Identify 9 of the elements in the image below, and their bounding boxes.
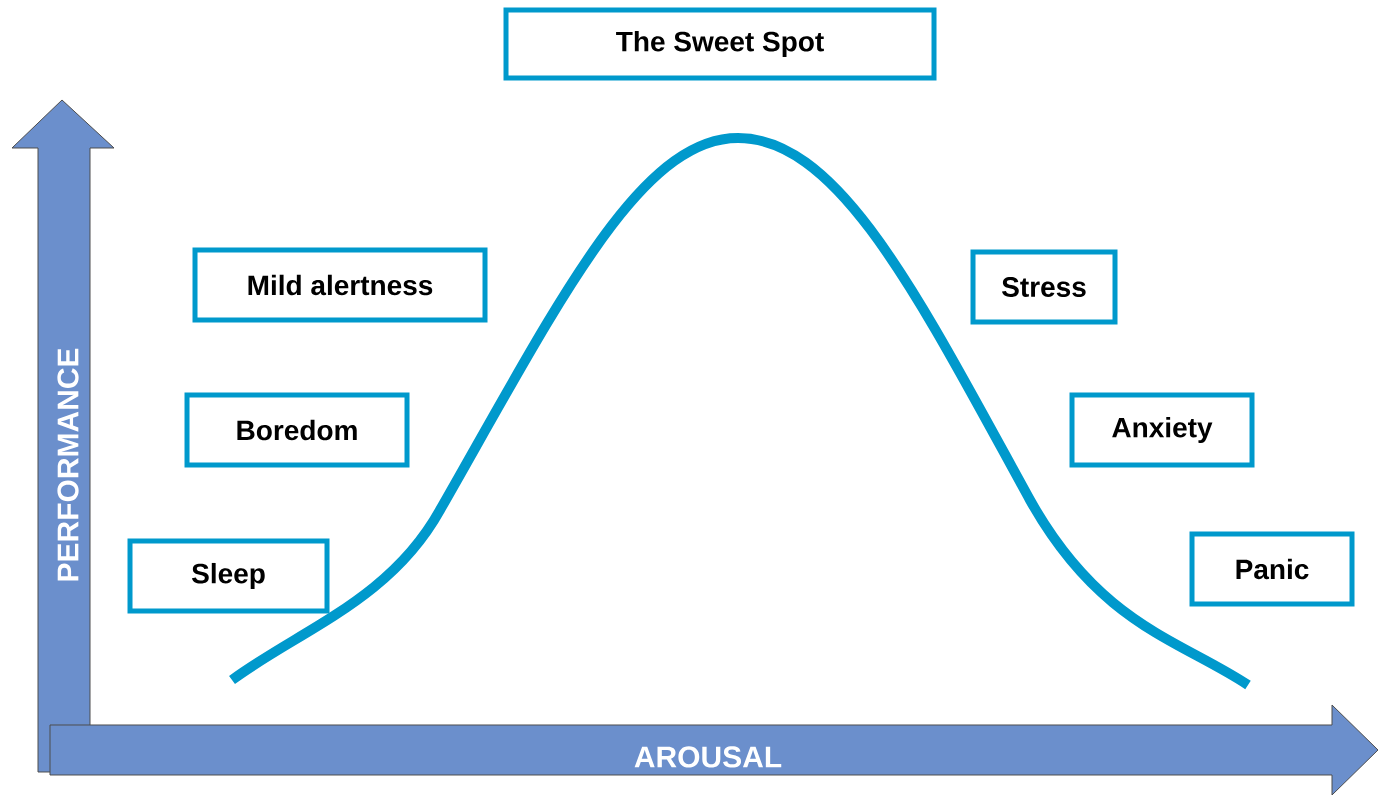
label-box: Mild alertness [192, 247, 488, 323]
axis-label: AROUSAL [634, 746, 782, 768]
label-box: Boredom [184, 392, 410, 468]
label-box: Stress [970, 249, 1118, 325]
axis-label: PERFORMANCE [57, 348, 79, 581]
label-box: Sleep [127, 538, 330, 614]
label-box: The Sweet Spot [503, 7, 937, 81]
label-box: Anxiety [1069, 392, 1255, 468]
label-box: Panic [1189, 531, 1355, 607]
